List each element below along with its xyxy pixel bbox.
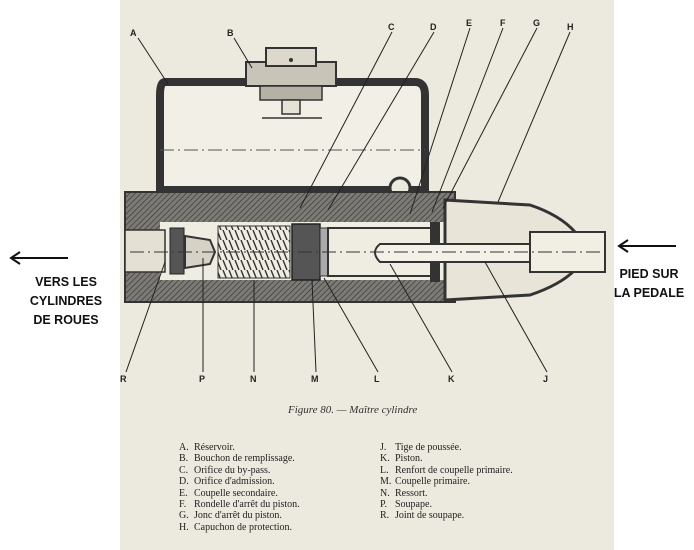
legend-text: Bouchon de remplissage. (194, 453, 295, 465)
callout-p: P (199, 374, 205, 384)
callout-j: J (543, 374, 548, 384)
legend-left: A. Réservoir. B. Bouchon de remplissage. C. O… (179, 442, 300, 533)
legend-text: Coupelle secondaire. (194, 487, 278, 499)
callout-k: K (448, 374, 455, 384)
legend-key: L. (380, 464, 389, 476)
callout-leaders (125, 27, 571, 373)
primary-cup (291, 223, 321, 281)
legend-item: D. Orifice d'admission. (179, 476, 300, 487)
legend-item: A. Réservoir. (179, 442, 300, 453)
legend-item: J. Tige de poussée. (380, 442, 513, 453)
legend-key: M. (380, 476, 392, 488)
legend-text: Ressort. (395, 487, 428, 499)
legend-item: G. Jonc d'arrêt du piston. (179, 510, 300, 521)
legend-text: Tige de poussée. (395, 442, 462, 453)
reservoir (156, 78, 429, 194)
legend-text: Rondelle d'arrêt du piston. (194, 499, 300, 511)
legend-item: M.Coupelle primaire. (380, 476, 513, 487)
filler-cap (245, 47, 337, 119)
legend-key: B. (179, 453, 189, 465)
legend-key: C. (179, 464, 189, 476)
legend-item: N. Ressort. (380, 488, 513, 499)
legend-text: Coupelle primaire. (395, 476, 470, 488)
master-cylinder-drawing: A B C D E F G H R P N M L K J (120, 18, 610, 384)
legend-key: P. (380, 499, 387, 511)
callout-l: L (374, 374, 380, 384)
legend-key: D. (179, 476, 189, 488)
legend-text: Jonc d'arrêt du piston. (194, 510, 282, 522)
right-pointing-left-arrow-icon (617, 239, 676, 253)
left-note: VERS LES CYLINDRES DE ROUES (29, 275, 103, 327)
legend-key: R. (380, 510, 390, 522)
legend-key: J. (380, 442, 387, 453)
legend-text: Orifice du by-pass. (194, 464, 271, 476)
legend-item: B. Bouchon de remplissage. (179, 453, 300, 464)
callout-m: M (311, 374, 319, 384)
legend-text: Réservoir. (194, 442, 235, 453)
callout-d: D (430, 22, 437, 32)
legend-key: N. (380, 487, 390, 499)
figure-caption: Figure 80. — Maître cylindre (288, 404, 418, 416)
legend-item: K. Piston. (380, 453, 513, 464)
legend-key: G. (179, 510, 189, 522)
legend-text: Joint de soupape. (395, 510, 465, 522)
callout-c: C (388, 22, 395, 32)
callout-g: G (533, 18, 540, 28)
callout-n: N (250, 374, 257, 384)
legend-text: Capuchon de protection. (194, 521, 293, 533)
legend-text: Soupape. (395, 499, 432, 511)
callout-h: H (567, 22, 574, 32)
left-arrow-icon (9, 251, 68, 265)
right-note: PIED SUR LA PEDALE (613, 267, 685, 300)
legend-text: Piston. (395, 453, 423, 465)
legend-item: F. Rondelle d'arrêt du piston. (179, 499, 300, 510)
legend-key: A. (179, 442, 189, 453)
callout-a: A (130, 28, 137, 38)
check-valve (169, 227, 217, 275)
legend-item: E. Coupelle secondaire. (179, 488, 300, 499)
push-rod (374, 231, 606, 273)
legend-item: H. Capuchon de protection. (179, 522, 300, 533)
callout-e: E (466, 18, 472, 28)
legend-right: J. Tige de poussée. K. Piston. L. Renfort de … (380, 442, 513, 522)
callout-f: F (500, 18, 506, 28)
callout-r: R (120, 374, 127, 384)
legend-item: P. Soupape. (380, 499, 513, 510)
legend-item: L. Renfort de coupelle primaire. (380, 465, 513, 476)
legend-text: Renfort de coupelle primaire. (395, 464, 513, 476)
legend-key: F. (179, 499, 187, 511)
callout-b: B (227, 28, 234, 38)
legend-item: R. Joint de soupape. (380, 510, 513, 521)
legend-text: Orifice d'admission. (194, 476, 275, 488)
legend-item: C. Orifice du by-pass. (179, 465, 300, 476)
legend-key: E. (179, 487, 188, 499)
legend-key: K. (380, 453, 390, 465)
legend-key: H. (179, 521, 189, 533)
